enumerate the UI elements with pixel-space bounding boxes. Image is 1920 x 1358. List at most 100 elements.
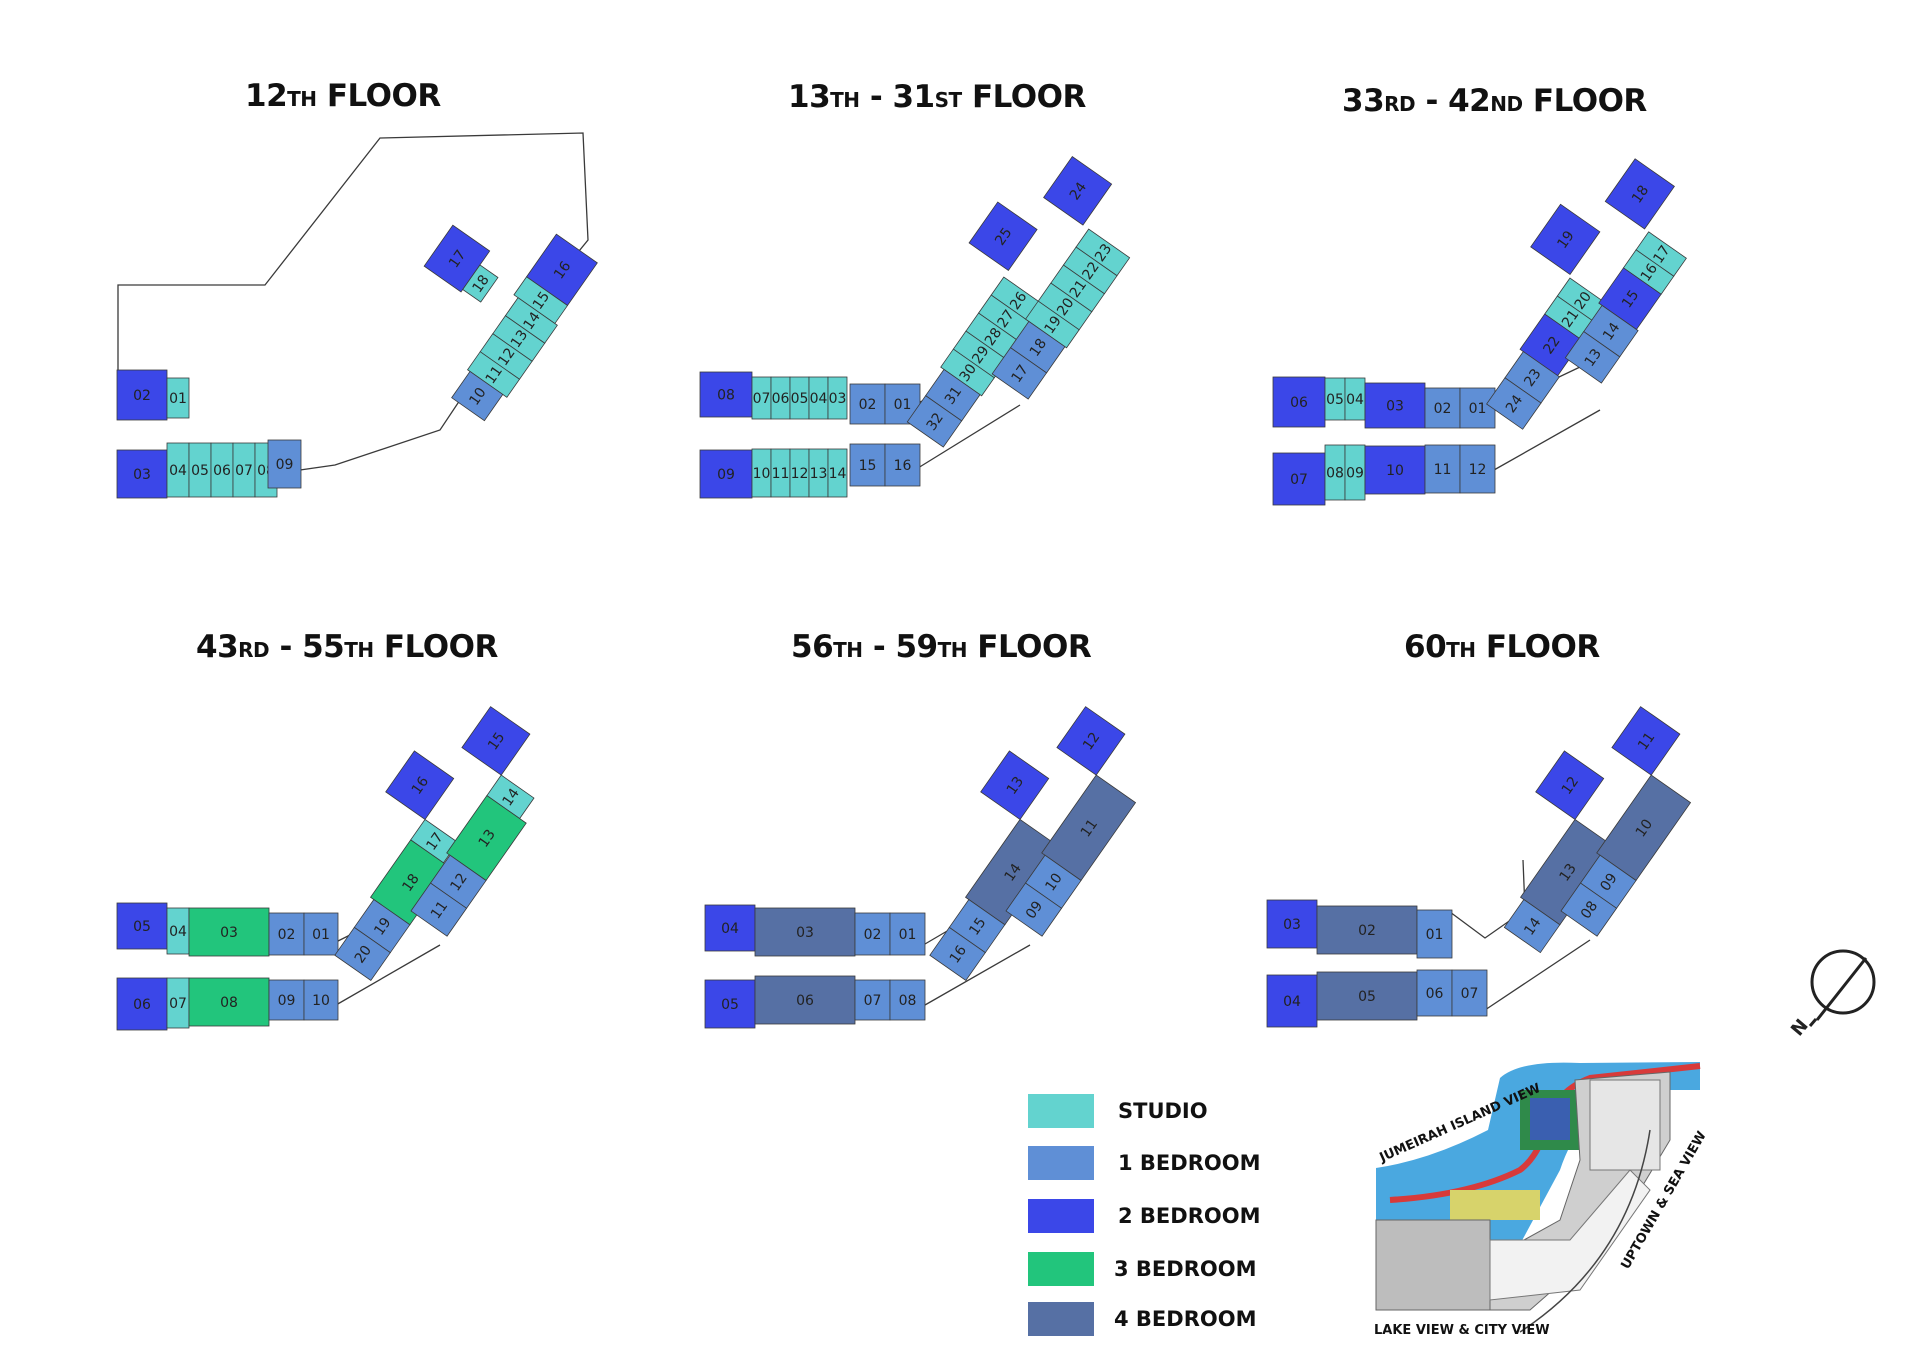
unit-label: 01 xyxy=(169,391,187,407)
title-text: - 31 xyxy=(859,79,935,115)
title-suffix: RD xyxy=(238,638,270,662)
unit-06: 06 xyxy=(1272,376,1326,428)
unit-17: 17 xyxy=(991,347,1048,400)
floor-title-60: 60TH FLOOR xyxy=(1404,629,1600,665)
unit-block xyxy=(980,750,1050,820)
legend-swatch-two-bedroom xyxy=(1028,1199,1094,1233)
unit-06: 06 xyxy=(116,977,168,1031)
unit-label: 07 xyxy=(1290,472,1308,488)
site-map-parking xyxy=(1489,1169,1651,1301)
title-number: 43 xyxy=(196,629,239,665)
unit-04: 04 xyxy=(166,907,190,955)
unit-02: 02 xyxy=(1424,387,1461,429)
unit-label: 04 xyxy=(1283,994,1301,1010)
unit-04: 04 xyxy=(1266,974,1318,1028)
unit-block xyxy=(1316,905,1418,955)
north-compass-icon: N xyxy=(1787,949,1876,1040)
unit-label: 11 xyxy=(772,466,790,482)
unit-02: 02 xyxy=(116,369,168,421)
unit-15: 15 xyxy=(948,898,1006,954)
unit-14: 14 xyxy=(1583,304,1639,358)
unit-03: 03 xyxy=(1266,899,1318,949)
unit-block xyxy=(116,902,168,950)
unit-label: 12 xyxy=(1469,462,1487,478)
unit-block xyxy=(889,912,926,956)
unit-label: 04 xyxy=(721,921,739,937)
title-suffix-2: ST xyxy=(934,88,963,112)
floor-title-56-59: 56TH - 59TH FLOOR xyxy=(791,629,1092,665)
unit-block xyxy=(116,449,168,499)
unit-19: 19 xyxy=(1025,300,1080,349)
unit-01: 01 xyxy=(1416,909,1453,959)
unit-label: 04 xyxy=(810,391,828,407)
title-suffix-2: TH xyxy=(937,638,968,662)
unit-32: 32 xyxy=(906,395,963,448)
legend-studio: STUDIO xyxy=(1028,1094,1208,1128)
unit-19: 19 xyxy=(1530,203,1601,275)
site-map: JUMEIRAH ISLAND VIEW UPTOWN & SEA VIEW L… xyxy=(1374,1062,1710,1338)
title-suffix: TH xyxy=(1446,638,1476,662)
unit-16: 16 xyxy=(1622,249,1675,295)
unit-block xyxy=(267,439,302,489)
site-map-tennis-court xyxy=(1530,1098,1570,1140)
title-text-2: FLOOR xyxy=(373,629,498,665)
unit-label: 01 xyxy=(312,927,330,943)
floor-title-13-31: 13TH - 31ST FLOOR xyxy=(788,79,1086,115)
unit-31: 31 xyxy=(925,368,981,422)
unit-block xyxy=(906,395,963,448)
title-number: 12 xyxy=(245,78,288,114)
unit-13: 13 xyxy=(446,795,527,882)
unit-02: 02 xyxy=(849,383,886,425)
unit-05: 05 xyxy=(789,376,810,420)
unit-01: 01 xyxy=(1459,387,1496,429)
unit-16: 16 xyxy=(884,443,921,487)
unit-label: 13 xyxy=(810,466,828,482)
site-map-view-bottom: LAKE VIEW & CITY VIEW xyxy=(1374,1323,1550,1338)
unit-block xyxy=(1316,971,1418,1021)
unit-01: 01 xyxy=(303,912,339,956)
unit-block xyxy=(754,907,856,957)
unit-block xyxy=(334,926,391,982)
unit-10: 10 xyxy=(1024,854,1082,909)
unit-03: 03 xyxy=(1364,382,1426,429)
unit-08: 08 xyxy=(188,977,270,1027)
title-text-2: FLOOR xyxy=(961,79,1086,115)
unit-17: 17 xyxy=(423,224,491,293)
unit-block xyxy=(303,979,339,1021)
unit-block xyxy=(1416,969,1453,1017)
unit-label: 08 xyxy=(1326,466,1344,482)
plot-outline xyxy=(335,944,441,1006)
unit-block xyxy=(1604,158,1675,230)
unit-12: 12 xyxy=(1459,444,1496,494)
unit-07: 07 xyxy=(1272,452,1326,506)
title-number: 13 xyxy=(788,79,831,115)
unit-01: 01 xyxy=(889,912,926,956)
unit-24: 24 xyxy=(1486,377,1542,430)
plot-outline xyxy=(117,132,589,471)
unit-label: 02 xyxy=(278,927,296,943)
unit-block xyxy=(1535,750,1605,820)
unit-block xyxy=(1266,899,1318,949)
unit-block xyxy=(1459,444,1496,494)
unit-09: 09 xyxy=(268,979,305,1021)
site-map-podium xyxy=(1375,1219,1491,1311)
unit-01: 01 xyxy=(166,377,190,419)
unit-block xyxy=(1424,387,1461,429)
unit-block xyxy=(188,907,270,957)
unit-12: 12 xyxy=(789,448,810,498)
unit-25: 25 xyxy=(968,201,1038,272)
unit-label: 01 xyxy=(1426,927,1444,943)
unit-label: 05 xyxy=(191,463,209,479)
unit-05: 05 xyxy=(1316,971,1418,1021)
unit-14: 14 xyxy=(1503,898,1561,954)
unit-block xyxy=(704,904,756,952)
unit-23: 23 xyxy=(1504,351,1560,404)
title-text: - 59 xyxy=(862,629,938,665)
unit-label: 11 xyxy=(1434,462,1452,478)
title-text: - 42 xyxy=(1415,83,1491,119)
unit-06: 06 xyxy=(1416,969,1453,1017)
unit-block xyxy=(1266,974,1318,1028)
unit-label: 07 xyxy=(1461,986,1479,1002)
unit-09: 09 xyxy=(267,439,302,489)
legend-swatch-three-bedroom xyxy=(1028,1252,1094,1286)
